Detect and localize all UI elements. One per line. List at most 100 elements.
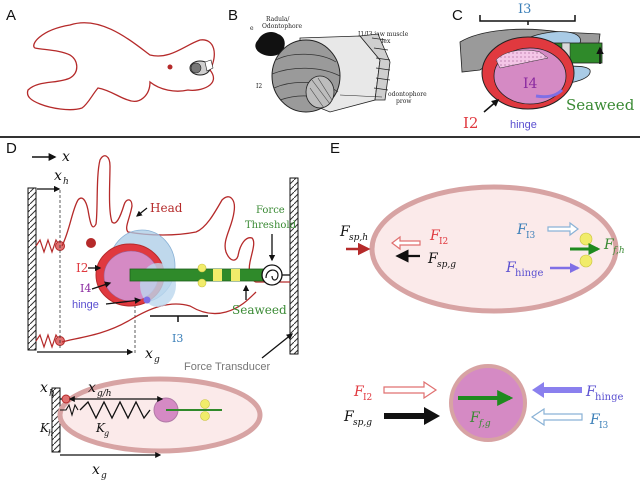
ffg-sub: f,g [478, 419, 491, 429]
head-mass-model [61, 394, 71, 404]
hinge-label-c: hinge [510, 119, 537, 131]
ffh-sub: f,h [612, 246, 625, 256]
prow-label-1: odontophore [388, 91, 427, 98]
prow-label-2: prow [396, 98, 412, 105]
xg-label-d: x [145, 346, 153, 362]
fsph-label: F [339, 224, 351, 240]
b-fi2-arrow [383, 380, 438, 400]
grasper-yellow-bottom-d [197, 278, 207, 288]
b-fspg-label: F [343, 409, 355, 425]
fi3-arrow [547, 221, 579, 237]
eye-d [86, 238, 96, 248]
force-threshold-label-1: Force [256, 205, 285, 216]
yellow-bottom-model [200, 411, 210, 421]
panel-c: C I3 I4 Seaweed I2 hinge [452, 2, 635, 132]
seaweed-mark-2 [231, 269, 240, 281]
force-threshold-dial [261, 264, 283, 286]
model-xh-label: x [40, 380, 48, 396]
grasper-fbd-circle [449, 364, 527, 442]
force-threshold-label-2: Threshold [245, 220, 297, 231]
b-fi3-label: F [589, 412, 601, 428]
panel-e-letter: E [330, 140, 340, 157]
panel-a: A [6, 7, 215, 111]
head-label-d: Head [150, 201, 183, 215]
force-transducer-arrow [261, 333, 294, 359]
model-kg-sub: g [104, 429, 109, 438]
xh-label: x [54, 168, 62, 184]
fi3-sub: I3 [526, 231, 536, 241]
panel-d-letter: D [6, 140, 17, 157]
buccal-mass-small [189, 59, 214, 76]
panel-d-model: x h x g/h K h K g x g [39, 376, 263, 481]
panel-c-letter: C [452, 7, 463, 24]
i3-label-c: I3 [518, 2, 531, 17]
panel-b: B Radula/ Odontophore e I1/I3 jaw muscle… [228, 7, 427, 113]
fi3-label: F [516, 222, 528, 238]
model-xg-sub: g [101, 471, 107, 481]
xh-sub: h [63, 177, 69, 187]
ffg-label: F [469, 410, 481, 426]
radula-label: Radula/ [266, 16, 290, 23]
fi2-sub: I2 [439, 237, 448, 247]
e-label: e [250, 25, 254, 32]
seaweed-label-c: Seaweed [566, 96, 635, 114]
fbd-yellow-bottom [579, 254, 593, 268]
panel-d: D x x h Head [6, 140, 299, 373]
b-fhinge-label: F [585, 384, 597, 400]
b-fhinge-sub: hinge [595, 392, 623, 403]
i4-label-d: I4 [80, 282, 91, 295]
b-fhinge-arrow [532, 382, 582, 398]
seaweed-mark-1 [213, 269, 222, 281]
buccal-mass-schematic [459, 28, 603, 110]
model-xh-sub: h [49, 389, 55, 399]
x-label: x [62, 149, 70, 165]
model-xg-label: x [92, 462, 100, 478]
b-fspg-arrow [384, 407, 440, 425]
b-fi3-sub: I3 [599, 421, 609, 431]
hinge-arrow-d [105, 297, 142, 305]
fi2-arrow [391, 235, 421, 251]
hinge-label-d: hinge [72, 299, 99, 311]
b-fspg-sub: sp,g [353, 418, 372, 428]
fhinge-sub: hinge [515, 268, 543, 279]
head-spring-model [60, 403, 79, 417]
grasper-yellow-top-d [197, 263, 207, 273]
fspg-sub: sp,g [437, 260, 456, 270]
fi2-label: F [429, 228, 441, 244]
hinge-dot-d [143, 296, 151, 304]
i4-label-c: I4 [523, 76, 538, 92]
buccal-mass-drawing [255, 32, 391, 113]
i3-label-d: I3 [172, 332, 183, 345]
b-fi2-sub: I2 [363, 393, 372, 403]
yellow-top-model [200, 399, 210, 409]
aplysia-outline [26, 22, 215, 111]
left-wall-d [27, 187, 37, 351]
i2-label-c: I2 [463, 114, 478, 132]
i4-arrow-d [91, 281, 112, 290]
xg-sub-d: g [154, 355, 160, 365]
fbd-yellow-top [579, 232, 593, 246]
b-fi2-label: F [353, 384, 365, 400]
aplysia-eye [167, 64, 173, 70]
head-outline-d [61, 155, 290, 343]
panel-a-letter: A [6, 7, 16, 24]
fhinge-label: F [505, 260, 517, 276]
fsph-sub: sp,h [349, 233, 368, 243]
model-kg-label: K [95, 421, 106, 435]
grasper-spring-model [79, 400, 151, 420]
head-arrow-d [136, 207, 148, 217]
b-fi3-arrow [530, 407, 583, 427]
i2-arrow-c [483, 99, 500, 113]
seaweed-label-d: Seaweed [232, 303, 287, 317]
hinge-c [535, 88, 564, 99]
odontophore-label: Odontophore [262, 23, 302, 30]
model-xgh-sub: g/h [97, 389, 112, 399]
model-kh-sub: h [48, 429, 53, 438]
fspg-label: F [427, 251, 439, 267]
i2-label-d: I2 [76, 261, 88, 275]
panel-e: E F sp,h F I2 F sp,g F I3 F f,h F hinge … [330, 140, 625, 442]
model-xgh-label: x [88, 380, 96, 396]
i3-bracket-d [150, 315, 208, 322]
head-fbd-ellipse [369, 184, 619, 314]
